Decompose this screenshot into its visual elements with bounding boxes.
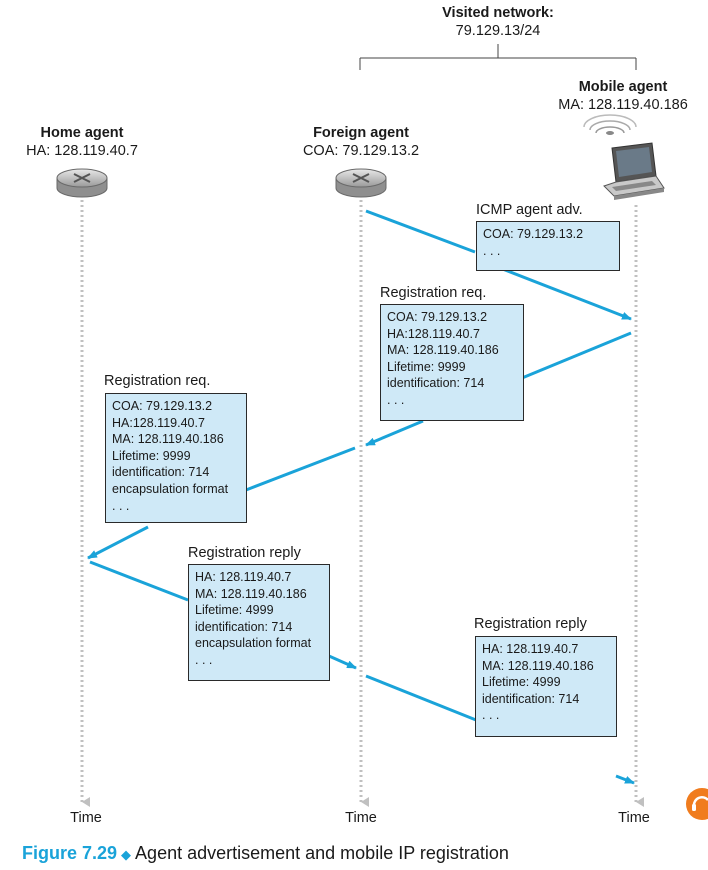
msg5-line: MA: 128.119.40.186 [482,658,594,673]
msg5-line: HA: 128.119.40.7 [482,642,579,656]
msg3-line: . . . [112,498,130,513]
figure-caption: Figure 7.29◆Agent advertisement and mobi… [22,843,509,864]
msg4-line: HA: 128.119.40.7 [195,570,292,584]
foreign-agent-address: COA: 79.129.13.2 [302,143,420,159]
msg3-line: HA:128.119.40.7 [112,415,205,430]
visited-network-title: Visited network: [442,5,554,21]
mobile-agent-title: Mobile agent [578,79,668,95]
foreign-agent-label: Foreign agent COA: 79.129.13.2 [290,124,432,160]
msg4-line: Lifetime: 4999 [195,603,274,618]
msg3-line: encapsulation format [112,481,229,496]
msg4-box: HA: 128.119.40.7 MA: 128.119.40.186 Life… [188,564,330,681]
msg2-line: HA:128.119.40.7 [387,326,480,341]
figure-number: Figure 7.29 [22,843,118,863]
msg4-line: . . . [195,652,213,667]
msg5-registration-reply-arrow [365,674,635,785]
msg2-line: COA: 79.129.13.2 [387,310,488,324]
msg2-box: COA: 79.129.13.2 HA:128.119.40.7 MA: 128… [380,304,524,421]
msg1-title: ICMP agent adv. [476,202,583,218]
visited-network-subnet: 79.129.13/24 [455,23,541,39]
msg2-line: identification: 714 [387,376,485,391]
msg5-box: HA: 128.119.40.7 MA: 128.119.40.186 Life… [475,636,617,737]
caption-diamond-icon: ◆ [121,847,132,862]
msg4-registration-reply-arrow [89,560,357,670]
msg2-line: Lifetime: 9999 [387,359,466,374]
mobile-time-label: Time [618,810,650,826]
support-headset-icon [686,788,708,820]
msg5-line: . . . [482,708,500,723]
msg2-title: Registration req. [380,285,487,301]
msg2-registration-request-arrow [365,331,632,447]
msg1-agent-advertisement-arrow [365,209,632,321]
msg4-line: MA: 128.119.40.186 [195,586,307,601]
msg2-line: MA: 128.119.40.186 [387,343,499,358]
msg1-line: COA: 79.129.13.2 [483,227,584,241]
msg1-line: . . . [483,243,501,258]
msg5-line: Lifetime: 4999 [482,675,561,690]
msg4-title: Registration reply [188,545,301,561]
home-agent-title: Home agent [40,125,124,141]
home-agent-address: HA: 128.119.40.7 [26,143,138,159]
msg3-registration-request-arrow [87,446,356,560]
foreign-agent-title: Foreign agent [313,125,409,141]
msg3-line: Lifetime: 9999 [112,448,191,463]
msg2-line: . . . [387,392,405,407]
home-agent-router-icon [56,168,108,198]
home-agent-label: Home agent HA: 128.119.40.7 [17,124,147,160]
caption-text: Agent advertisement and mobile IP regist… [135,843,509,863]
msg5-title: Registration reply [474,616,587,632]
visited-network-bracket [359,44,637,70]
foreign-agent-router-icon [335,168,387,198]
mobile-agent-address: MA: 128.119.40.186 [558,97,688,113]
msg3-line: COA: 79.129.13.2 [112,399,213,413]
laptop-icon [583,114,665,200]
msg5-line: identification: 714 [482,691,580,706]
msg1-box: COA: 79.129.13.2 . . . [476,221,620,271]
msg3-box: COA: 79.129.13.2 HA:128.119.40.7 MA: 128… [105,393,247,523]
msg3-line: MA: 128.119.40.186 [112,432,224,447]
msg3-title: Registration req. [104,373,211,389]
msg4-line: encapsulation format [195,636,312,651]
foreign-time-label: Time [345,810,377,826]
home-time-label: Time [70,810,102,826]
msg4-line: identification: 714 [195,619,293,634]
visited-network-label: Visited network: 79.129.13/24 [438,4,558,40]
mobile-agent-label: Mobile agent MA: 128.119.40.186 [542,78,704,114]
msg3-line: identification: 714 [112,465,210,480]
